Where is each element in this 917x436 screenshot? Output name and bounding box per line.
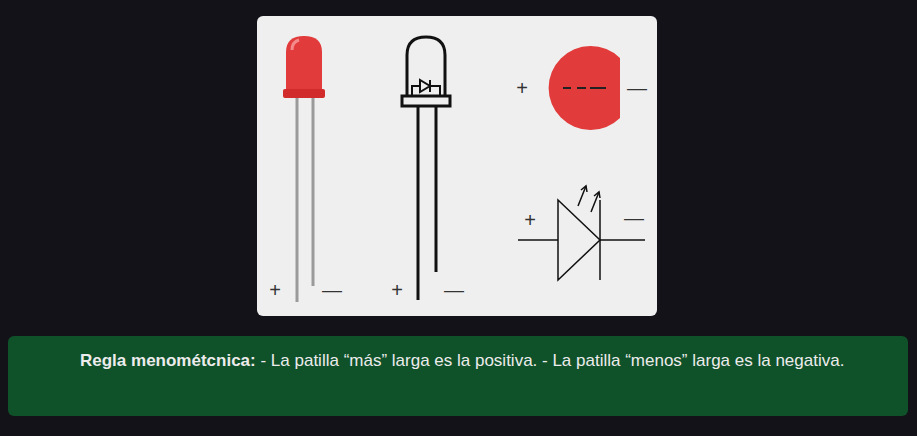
led-schematic-symbol [518, 186, 645, 280]
polarity-plus: + [269, 280, 281, 300]
led-photo [283, 36, 325, 302]
polarity-minus: — [624, 208, 644, 228]
tip-callout: Regla menométcnica: - La patilla “más” l… [8, 336, 908, 416]
led-top-view [549, 46, 620, 130]
callout-heading: Regla menométcnica: [80, 351, 256, 370]
polarity-minus: — [322, 280, 342, 300]
callout-body: - La patilla “más” larga es la positiva.… [260, 351, 844, 370]
polarity-plus: + [524, 210, 536, 230]
figure-card [257, 16, 657, 316]
led-outline [402, 37, 450, 300]
polarity-plus: + [516, 78, 528, 98]
polarity-plus: + [391, 280, 403, 300]
polarity-minus: — [444, 280, 464, 300]
polarity-minus: — [627, 78, 647, 98]
